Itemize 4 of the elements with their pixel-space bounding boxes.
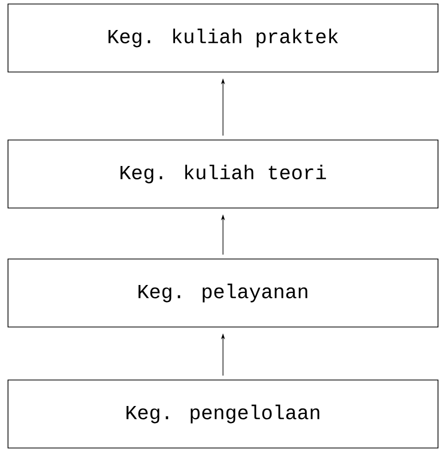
- process-box: Keg. kuliah teori: [8, 140, 438, 208]
- process-box: Keg. pengelolaan: [8, 380, 438, 448]
- process-box: Keg. kuliah praktek: [8, 4, 438, 72]
- process-box: Keg. pelayanan: [8, 258, 438, 328]
